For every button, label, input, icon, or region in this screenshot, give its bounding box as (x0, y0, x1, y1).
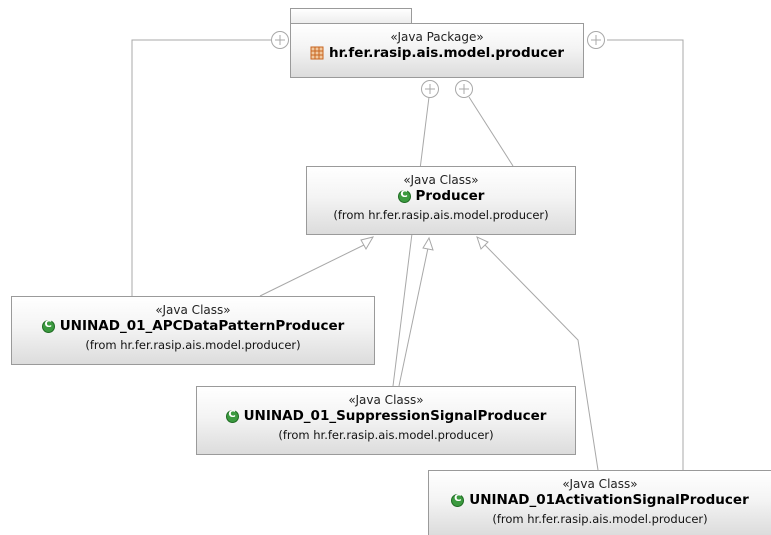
class-title: UNINAD_01_SuppressionSignalProducer (225, 408, 547, 425)
package-stereotype: «Java Package» (390, 30, 484, 44)
class-title: UNINAD_01_APCDataPatternProducer (41, 318, 345, 335)
containment-line-activation (607, 39, 684, 470)
containment-line-producer (468, 96, 514, 167)
containment-anchor-right (587, 31, 605, 49)
generalization-line-apc (259, 243, 367, 297)
class-stereotype: «Java Class» (348, 393, 424, 407)
containment-line-apc (131, 39, 271, 297)
class-icon (451, 493, 465, 507)
class-stereotype: «Java Class» (155, 303, 231, 317)
class-title: UNINAD_01ActivationSignalProducer (451, 492, 749, 509)
class-icon (225, 409, 239, 423)
class-title: Producer (397, 188, 485, 205)
class-stereotype: «Java Class» (562, 477, 638, 491)
class-from: (from hr.fer.rasip.ais.model.producer) (492, 512, 708, 526)
class-name: UNINAD_01_SuppressionSignalProducer (243, 408, 547, 425)
class-icon (397, 189, 411, 203)
generalization-arrowhead-suppression (422, 236, 434, 251)
package-title: hr.fer.rasip.ais.model.producer (310, 45, 564, 62)
containment-anchor-bottom-1 (421, 80, 439, 98)
class-node-producer[interactable]: «Java Class» Producer (from hr.fer.rasip… (306, 166, 576, 235)
class-from: (from hr.fer.rasip.ais.model.producer) (333, 208, 549, 222)
class-stereotype: «Java Class» (403, 173, 479, 187)
package-name: hr.fer.rasip.ais.model.producer (328, 45, 565, 61)
class-name: UNINAD_01ActivationSignalProducer (469, 492, 749, 509)
generalization-arrowhead-apc (360, 236, 375, 251)
class-node-apc[interactable]: «Java Class» UNINAD_01_APCDataPatternPro… (11, 296, 375, 365)
generalization-arrowhead-activation (476, 236, 489, 250)
class-node-suppression[interactable]: «Java Class» UNINAD_01_SuppressionSignal… (196, 386, 576, 455)
class-name: Producer (415, 188, 485, 205)
class-icon (41, 319, 55, 333)
containment-line-suppression (392, 96, 430, 387)
generalization-line-activation (483, 243, 599, 471)
package-tab (290, 8, 412, 24)
class-name: UNINAD_01_APCDataPatternProducer (59, 318, 345, 335)
class-node-activation[interactable]: «Java Class» UNINAD_01ActivationSignalPr… (428, 470, 771, 535)
generalization-line-suppression (398, 247, 429, 387)
package-icon (310, 46, 324, 60)
package-node[interactable]: «Java Package» hr.fer.rasip.ais.model.pr… (290, 23, 584, 78)
containment-anchor-left (271, 31, 289, 49)
class-from: (from hr.fer.rasip.ais.model.producer) (278, 428, 494, 442)
containment-anchor-bottom-2 (455, 80, 473, 98)
class-from: (from hr.fer.rasip.ais.model.producer) (85, 338, 301, 352)
